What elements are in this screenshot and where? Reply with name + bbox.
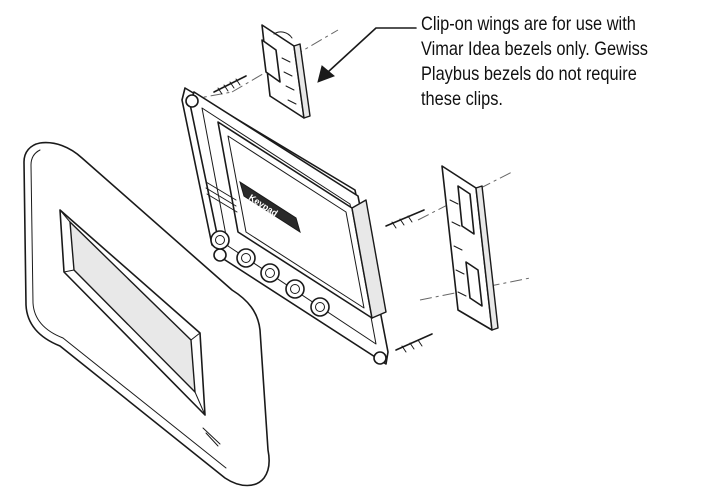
clip-wing-right-tab-lower	[465, 261, 483, 307]
bezel-window-bevel	[59, 209, 206, 416]
frame-hole-bottom-right	[373, 351, 387, 365]
device-button-5	[310, 297, 330, 317]
callout-line-1: Clip-on wings are for use with	[421, 13, 636, 35]
clip-wing-right	[441, 165, 499, 331]
bezel	[23, 141, 270, 487]
device-panel	[227, 135, 365, 309]
alignment-line-top-left	[231, 29, 339, 93]
bezel-logo-mark	[202, 427, 221, 447]
bezel-edge	[30, 149, 227, 469]
device-button-4	[285, 279, 305, 299]
clip-wing-top	[261, 24, 311, 119]
callout-line-2: Vimar Idea bezels only. Gewiss	[421, 38, 648, 60]
mounting-screws	[213, 75, 433, 353]
device-label-strip	[239, 180, 301, 234]
device-buttons	[210, 230, 330, 317]
callout-arrowhead	[317, 65, 335, 83]
frame-hole-bottom-left	[213, 248, 227, 262]
frame-inner-recess	[201, 107, 377, 345]
device-button-1	[210, 230, 230, 250]
mounting-frame: Keypad	[181, 75, 433, 365]
frame-hole-top-left	[185, 94, 199, 108]
callout-leader-line	[327, 27, 417, 73]
device-button-3	[260, 263, 280, 283]
screw-bottom-right	[395, 333, 433, 351]
device-button-2	[236, 248, 256, 268]
device-vent-ribs	[205, 181, 238, 213]
callout-line-4: these clips.	[421, 88, 503, 110]
clip-wing-top-tab	[261, 39, 281, 83]
clip-wing-right-tab-upper	[457, 185, 475, 235]
callout-line-3: Playbus bezels do not require	[421, 63, 637, 85]
callout-arrow	[317, 27, 417, 83]
screw-mid-right	[385, 209, 425, 227]
callout-note: Clip-on wings are for use with Vimar Ide…	[421, 12, 665, 112]
device-side	[351, 199, 387, 319]
